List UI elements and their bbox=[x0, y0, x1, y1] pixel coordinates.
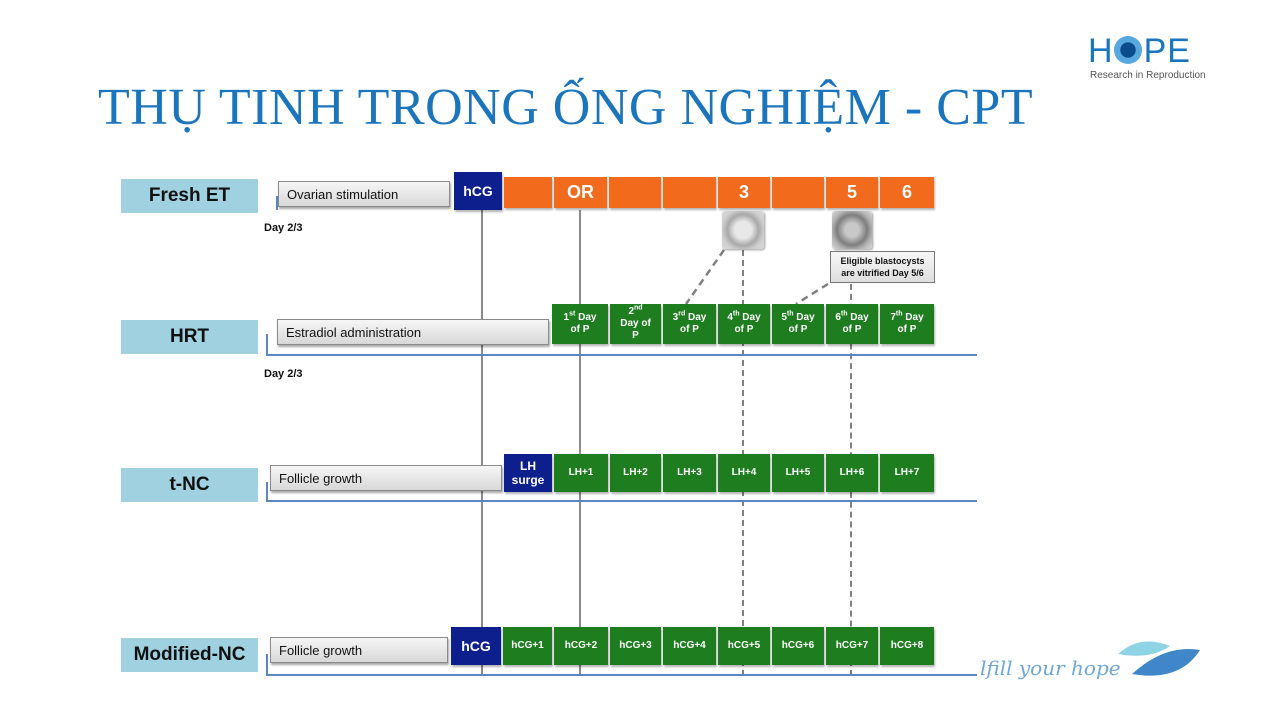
fresh-cell-day5: 5 bbox=[826, 177, 878, 208]
hrt-cell-line1: Day bbox=[793, 312, 815, 323]
fresh-cell-3 bbox=[609, 177, 661, 208]
fresh-hcg-cell: hCG bbox=[454, 172, 502, 210]
hrt-cell-line2: of P bbox=[842, 324, 862, 335]
hrt-cell-sup: th bbox=[895, 310, 903, 318]
lh-surge-line2: surge bbox=[511, 473, 545, 487]
bar-ovarian-stimulation: Ovarian stimulation bbox=[278, 181, 450, 207]
fresh-cell-day6: 6 bbox=[880, 177, 934, 208]
callout-line-1: Eligible blastocysts bbox=[840, 256, 925, 266]
mnc-tick bbox=[266, 654, 268, 676]
hrt-cell-line2: of P bbox=[897, 324, 917, 335]
eye-icon bbox=[1114, 36, 1142, 64]
hope-logo: H PE bbox=[1088, 32, 1191, 71]
fresh-day-label: Day 2/3 bbox=[264, 222, 303, 234]
hrt-cell-sup: rd bbox=[678, 310, 686, 318]
hrt-cell-num: 5 bbox=[781, 312, 787, 323]
footer-tagline: lfill your hope bbox=[980, 656, 1121, 680]
mnc-baseline bbox=[266, 674, 977, 676]
tnc-cell-lh6: LH+6 bbox=[826, 454, 878, 492]
tnc-cell-lh4: LH+4 bbox=[718, 454, 770, 492]
mnc-cell-hcg3: hCG+3 bbox=[610, 627, 661, 665]
connector-day3 bbox=[684, 249, 726, 305]
tnc-tick bbox=[266, 482, 268, 502]
hrt-cell-num: 3 bbox=[672, 312, 679, 323]
mnc-cell-hcg6: hCG+6 bbox=[772, 627, 824, 665]
hrt-cell-num: 2 bbox=[628, 306, 634, 317]
callout-text: Eligible blastocysts are vitrified Day 5… bbox=[840, 255, 924, 279]
vitrification-callout: Eligible blastocysts are vitrified Day 5… bbox=[830, 251, 935, 283]
hrt-cell-line1: Day bbox=[902, 312, 924, 323]
tnc-cell-lh1: LH+1 bbox=[554, 454, 608, 492]
hrt-cell-sup: th bbox=[732, 310, 740, 318]
hrt-cell-line1: Day of bbox=[620, 318, 651, 329]
hrt-cell-line1: Day bbox=[685, 312, 707, 323]
tnc-cell-lh2: LH+2 bbox=[610, 454, 661, 492]
fresh-cell-1 bbox=[504, 177, 552, 208]
page-title: THỤ TINH TRONG ỐNG NGHIỆM - CPT bbox=[98, 79, 1034, 136]
hrt-cell-num: 1 bbox=[563, 312, 570, 323]
hrt-cell-line1: Day bbox=[739, 312, 761, 323]
logo-tagline: Research in Reproduction bbox=[1090, 70, 1206, 81]
hrt-cell-line2: of P bbox=[734, 324, 754, 335]
hrt-baseline bbox=[266, 354, 977, 356]
tnc-cell-lh3: LH+3 bbox=[663, 454, 716, 492]
mnc-cell-hcg1: hCG+1 bbox=[503, 627, 552, 665]
hrt-cell-line1: Day bbox=[575, 312, 597, 323]
mnc-cell-hcg2: hCG+2 bbox=[554, 627, 608, 665]
fresh-cell-day3: 3 bbox=[718, 177, 770, 208]
hrt-tick bbox=[266, 334, 268, 356]
bar-follicle-growth-tnc: Follicle growth bbox=[270, 465, 502, 491]
hrt-cell-line2: of P bbox=[680, 324, 699, 335]
hrt-cell-sup: nd bbox=[634, 304, 643, 312]
mnc-cell-hcg4: hCG+4 bbox=[663, 627, 716, 665]
hrt-cell-line2: of P bbox=[570, 324, 590, 335]
connector-day5 bbox=[795, 282, 829, 306]
mnc-cell-hcg7: hCG+7 bbox=[826, 627, 878, 665]
bar-estradiol-administration: Estradiol administration bbox=[277, 319, 549, 345]
bar-follicle-growth-mnc: Follicle growth bbox=[270, 637, 448, 663]
hrt-cell-sup: th bbox=[840, 310, 848, 318]
hrt-day-label: Day 2/3 bbox=[264, 368, 303, 380]
tnc-cell-lh5: LH+5 bbox=[772, 454, 824, 492]
blastocyst-image bbox=[832, 211, 872, 249]
row-label-hrt: HRT bbox=[121, 320, 258, 354]
hrt-cell-sup: th bbox=[786, 310, 794, 318]
hrt-cell-line1: Day bbox=[847, 312, 869, 323]
logo-letters-pe: PE bbox=[1143, 32, 1191, 70]
leaf-logo-icon bbox=[1118, 641, 1200, 676]
mnc-cell-hcg8: hCG+8 bbox=[880, 627, 934, 665]
guide-line-or bbox=[579, 210, 581, 676]
row-label-t-nc: t-NC bbox=[121, 468, 258, 502]
cleavage-embryo-image bbox=[722, 211, 764, 249]
hrt-cell-num: 7 bbox=[890, 312, 896, 323]
fresh-cell-or: OR bbox=[554, 177, 607, 208]
logo-letter-h: H bbox=[1088, 32, 1114, 70]
callout-line-2: are vitrified Day 5/6 bbox=[841, 268, 924, 278]
row-label-modified-nc: Modified-NC bbox=[121, 638, 258, 672]
lh-surge-line1: LH bbox=[520, 459, 536, 473]
tnc-baseline bbox=[266, 500, 977, 502]
fresh-tick bbox=[276, 196, 278, 210]
mnc-hcg-cell: hCG bbox=[451, 627, 501, 665]
fresh-cell-4 bbox=[663, 177, 716, 208]
hrt-cell-num: 4 bbox=[727, 312, 733, 323]
hrt-cell-line2: of P bbox=[788, 324, 808, 335]
row-label-fresh-et: Fresh ET bbox=[121, 179, 258, 213]
hrt-cell-line2: P bbox=[632, 330, 639, 341]
guide-line-hcg bbox=[481, 210, 483, 676]
hrt-cell-sup: st bbox=[569, 310, 576, 318]
mnc-cell-hcg5: hCG+5 bbox=[718, 627, 770, 665]
tnc-cell-lh7: LH+7 bbox=[880, 454, 934, 492]
hrt-cell-num: 6 bbox=[835, 312, 841, 323]
fresh-cell-6 bbox=[772, 177, 824, 208]
